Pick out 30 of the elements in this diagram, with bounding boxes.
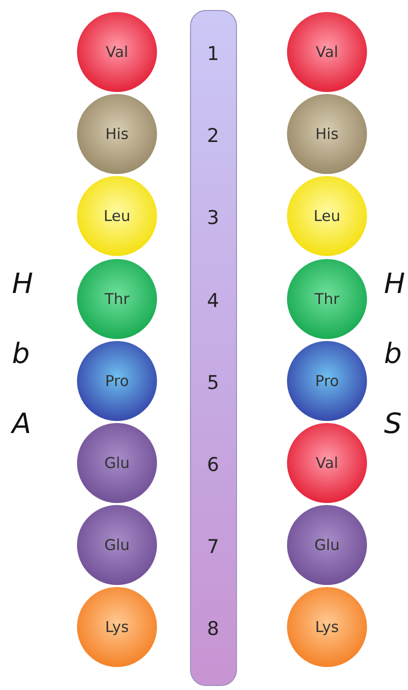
residue-name: His bbox=[315, 124, 339, 145]
position-number: 7 bbox=[206, 535, 220, 560]
residue-name: Thr bbox=[104, 288, 130, 310]
chain-letter: b bbox=[12, 340, 30, 368]
chain-letter: A bbox=[12, 410, 32, 438]
residue-name: Val bbox=[316, 452, 338, 474]
residue-name: Pro bbox=[105, 370, 129, 392]
residue-name: Glu bbox=[104, 534, 130, 556]
residue-name: His bbox=[105, 124, 129, 145]
position-number: 6 bbox=[206, 453, 220, 478]
chain-letter: H bbox=[384, 270, 406, 298]
position-number: 2 bbox=[206, 124, 220, 149]
residue-name: Thr bbox=[314, 288, 340, 310]
chain-letter: H bbox=[12, 270, 34, 298]
position-number: 1 bbox=[206, 42, 220, 67]
residue-name: Lys bbox=[315, 616, 339, 638]
position-number: 3 bbox=[206, 206, 220, 231]
residue-name: Val bbox=[316, 42, 338, 63]
residue-name: Glu bbox=[104, 452, 130, 474]
chain-letter: S bbox=[384, 410, 402, 438]
position-number: 8 bbox=[206, 617, 220, 642]
position-number: 4 bbox=[206, 289, 220, 314]
position-number: 5 bbox=[206, 371, 220, 396]
residue-name: Val bbox=[106, 42, 128, 63]
residue-name: Pro bbox=[315, 370, 339, 392]
residue-name: Lys bbox=[105, 616, 129, 638]
residue-name: Glu bbox=[314, 534, 340, 556]
residue-name: Leu bbox=[314, 206, 340, 227]
chain-letter: b bbox=[384, 340, 402, 368]
residue-name: Leu bbox=[104, 206, 130, 227]
